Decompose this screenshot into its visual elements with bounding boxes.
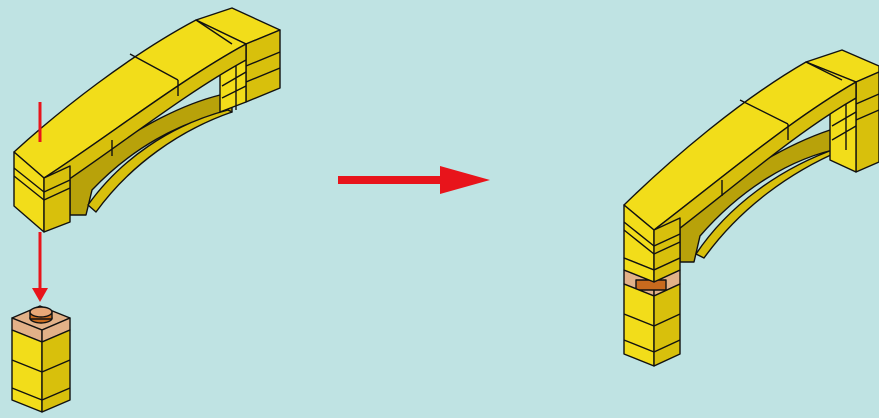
column-right-face [42,330,70,412]
arch2-column-left [624,284,654,366]
column-left-face [12,330,42,412]
arch-left-front [44,166,70,232]
plate-stud-top [30,307,52,317]
arch2-right-front [856,72,879,172]
column-brick-1x1x3 [12,306,70,412]
arch2-column-right [654,284,680,366]
